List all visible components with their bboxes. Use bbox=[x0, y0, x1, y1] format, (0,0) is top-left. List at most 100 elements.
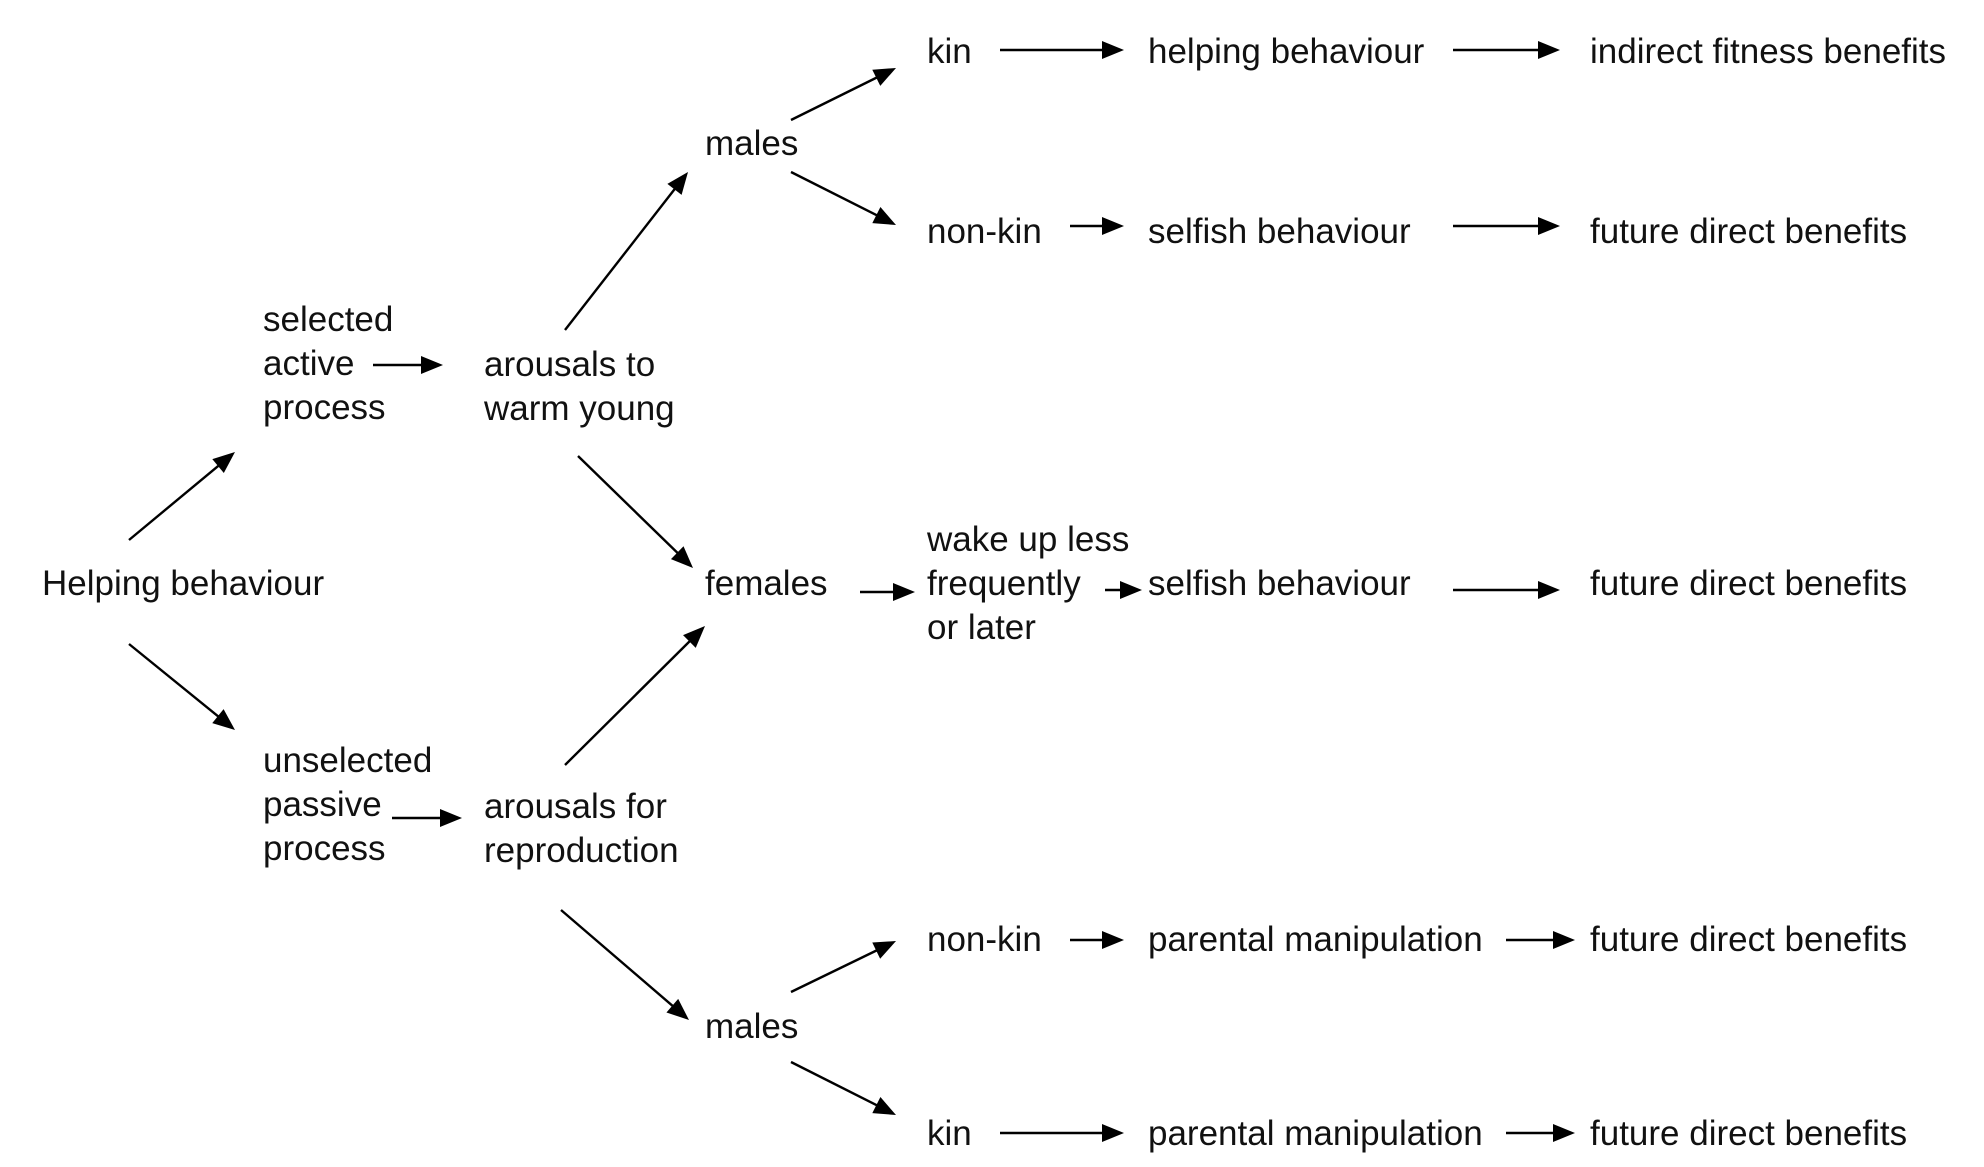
node-line: arousals to bbox=[484, 345, 655, 384]
node-kin-top: kin bbox=[927, 32, 972, 71]
node-selfish-mid: selfish behaviour bbox=[1148, 564, 1411, 603]
node-line: parental manipulation bbox=[1148, 1114, 1483, 1153]
arrow-line bbox=[790, 1060, 879, 1108]
node-line: future direct benefits bbox=[1590, 920, 1907, 959]
arrowhead-icon bbox=[1553, 931, 1575, 949]
node-line: indirect fitness benefits bbox=[1590, 32, 1946, 71]
arrowhead-icon bbox=[1553, 1124, 1575, 1142]
edge-nonkin-top-to-selfish-top bbox=[1070, 217, 1124, 235]
arrowhead-icon bbox=[421, 356, 443, 374]
edge-active-to-warm bbox=[373, 356, 443, 374]
arrow-line bbox=[577, 455, 680, 555]
arrowhead-icon bbox=[872, 68, 896, 86]
arrow-line bbox=[128, 643, 221, 719]
node-selfish-top: selfish behaviour bbox=[1148, 212, 1411, 251]
node-line: process bbox=[263, 829, 386, 868]
edge-repro-to-females bbox=[564, 626, 705, 766]
node-line: reproduction bbox=[484, 831, 679, 870]
edge-warm-to-males-top bbox=[564, 172, 688, 331]
node-line: future direct benefits bbox=[1590, 212, 1907, 251]
node-line: arousals for bbox=[484, 787, 667, 826]
edge-males-top-to-nonkin-top bbox=[790, 170, 896, 225]
edges-layer bbox=[128, 41, 1575, 1142]
node-line: Helping behaviour bbox=[42, 564, 324, 603]
node-future-1: future direct benefits bbox=[1590, 212, 1907, 251]
node-line: non-kin bbox=[927, 920, 1042, 959]
arrowhead-icon bbox=[670, 546, 693, 568]
arrowhead-icon bbox=[872, 207, 896, 225]
edge-wake-to-selfish-mid bbox=[1105, 581, 1142, 599]
node-line: or later bbox=[927, 608, 1036, 647]
edge-males-top-to-kin-top bbox=[790, 68, 896, 122]
node-line: males bbox=[705, 1007, 798, 1046]
edge-warm-to-females bbox=[577, 455, 693, 568]
node-males-top: males bbox=[705, 124, 798, 163]
arrow-line bbox=[560, 909, 675, 1008]
arrowhead-icon bbox=[440, 809, 462, 827]
node-males-bottom: males bbox=[705, 1007, 798, 1046]
node-nonkin-top: non-kin bbox=[927, 212, 1042, 251]
node-warm: arousals to warm young bbox=[483, 345, 675, 428]
node-line: selected bbox=[263, 300, 393, 339]
node-kin-bottom: kin bbox=[927, 1114, 972, 1153]
node-root: Helping behaviour bbox=[42, 564, 324, 603]
node-line: selfish behaviour bbox=[1148, 212, 1411, 251]
edge-root-to-passive bbox=[128, 643, 235, 730]
node-parental-2: parental manipulation bbox=[1148, 1114, 1483, 1153]
arrowhead-icon bbox=[872, 1097, 896, 1115]
node-helping-top: helping behaviour bbox=[1148, 32, 1425, 71]
node-nonkin-bottom: non-kin bbox=[927, 920, 1042, 959]
node-line: kin bbox=[927, 1114, 972, 1153]
arrowhead-icon bbox=[1538, 217, 1560, 235]
node-females: females bbox=[705, 564, 828, 603]
arrowhead-icon bbox=[872, 941, 896, 959]
node-future-3: future direct benefits bbox=[1590, 920, 1907, 959]
node-line: future direct benefits bbox=[1590, 564, 1907, 603]
arrowhead-icon bbox=[212, 709, 235, 730]
arrow-line bbox=[790, 948, 879, 994]
edge-root-to-active bbox=[128, 452, 235, 541]
arrow-line bbox=[790, 170, 879, 218]
node-indirect: indirect fitness benefits bbox=[1590, 32, 1946, 71]
node-future-2: future direct benefits bbox=[1590, 564, 1907, 603]
node-line: parental manipulation bbox=[1148, 920, 1483, 959]
node-line: process bbox=[263, 388, 386, 427]
node-line: future direct benefits bbox=[1590, 1114, 1907, 1153]
edge-selfish-mid-to-future-2 bbox=[1453, 581, 1560, 599]
arrowhead-icon bbox=[212, 452, 235, 473]
node-repro: arousals for reproduction bbox=[484, 787, 679, 870]
arrowhead-icon bbox=[893, 583, 915, 601]
edge-passive-to-repro bbox=[392, 809, 462, 827]
arrowhead-icon bbox=[1120, 581, 1142, 599]
edge-selfish-top-to-future-1 bbox=[1453, 217, 1560, 235]
node-line: selfish behaviour bbox=[1148, 564, 1411, 603]
node-line: females bbox=[705, 564, 828, 603]
edge-females-to-wake bbox=[860, 583, 915, 601]
node-line: helping behaviour bbox=[1148, 32, 1425, 71]
arrowhead-icon bbox=[1538, 41, 1560, 59]
node-line: warm young bbox=[483, 389, 675, 428]
arrowhead-icon bbox=[683, 626, 705, 648]
arrowhead-icon bbox=[666, 998, 689, 1020]
edge-helping-top-to-indirect bbox=[1453, 41, 1560, 59]
arrowhead-icon bbox=[1102, 41, 1124, 59]
arrowhead-icon bbox=[667, 172, 688, 195]
arrow-line bbox=[564, 639, 692, 766]
arrowhead-icon bbox=[1538, 581, 1560, 599]
node-line: frequently bbox=[927, 564, 1081, 603]
arrow-line bbox=[790, 75, 879, 122]
arrowhead-icon bbox=[1102, 217, 1124, 235]
arrowhead-icon bbox=[1102, 1124, 1124, 1142]
edge-repro-to-males-bottom bbox=[560, 909, 689, 1020]
node-line: males bbox=[705, 124, 798, 163]
edge-kin-bottom-to-parental-2 bbox=[1000, 1124, 1124, 1142]
node-line: unselected bbox=[263, 741, 432, 780]
node-line: kin bbox=[927, 32, 972, 71]
edge-kin-top-to-helping-top bbox=[1000, 41, 1124, 59]
edge-parental-1-to-future-3 bbox=[1506, 931, 1575, 949]
node-line: passive bbox=[263, 785, 382, 824]
node-future-4: future direct benefits bbox=[1590, 1114, 1907, 1153]
